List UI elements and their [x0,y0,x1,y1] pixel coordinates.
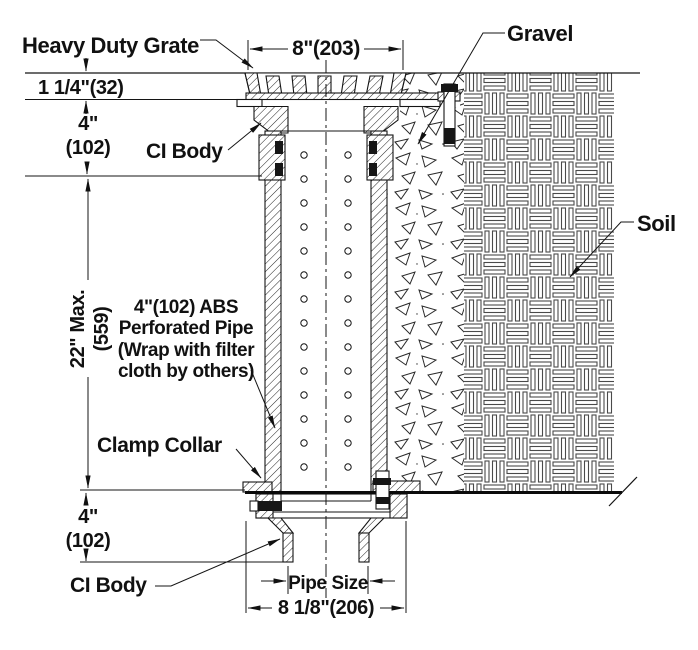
dim-overall-width: 8 1/8"(206) [278,597,374,619]
grate-bolt-nut [441,84,458,92]
note-abs-pipe-line3: (Wrap with filter [118,340,255,361]
label-clamp-collar: Clamp Collar [97,434,222,457]
dim-bottom-depth-mm: (102) [66,530,111,552]
abs-pipe-leader [250,369,276,429]
seat-lip-left [236,98,263,108]
soil-leader [569,221,634,278]
outlet-wall-right [358,532,370,563]
dim-bottom-depth-in: 4" [78,506,98,528]
seat-lip-right [399,98,441,108]
pipe-wall-left [264,130,282,493]
dimension-lines [25,40,407,613]
labels: Heavy Duty Grate 8"(203) Gravel 1 1/4"(3… [22,21,676,619]
label-ci-body-top: CI Body [146,140,223,163]
heavy-duty-grate-leader [200,39,254,69]
label-gravel: Gravel [507,21,573,46]
note-abs-pipe-line4: cloth by others) [118,361,254,382]
leader-lines [155,32,634,587]
note-abs-pipe-line2: Perforated Pipe [119,318,253,339]
label-ci-body-bottom: CI Body [70,574,147,597]
dim-pipe-size: Pipe Size [288,573,368,594]
outlet-wall-left [282,532,294,563]
label-heavy-duty-grate: Heavy Duty Grate [22,33,199,58]
clamp-collar-leader [235,448,262,479]
ground-line-break [608,476,638,507]
dim-top-depth-in: 4" [78,113,98,135]
grate-seat [245,92,459,101]
dim-grate-thickness: 1 1/4"(32) [38,77,124,99]
dim-max-height-mm: (559) [91,307,113,352]
collar-bolts [249,470,391,512]
pipe-perforations [300,151,352,471]
ci-body-top [236,83,461,147]
gravel-leader [417,32,505,145]
collar-bolt-left [258,501,282,511]
ci-body-bottom-leader [155,538,281,587]
label-soil: Soil [637,211,676,236]
perforated-pipe [258,130,394,493]
pipe-wall-right [370,130,388,493]
ci-body-top-leader [227,122,262,151]
note-abs-pipe-line1: 4"(102) ABS [134,297,238,318]
dim-grate-width: 8"(203) [292,37,360,60]
dim-top-depth-mm: (102) [66,137,111,159]
dim-max-height-in: 22" Max. [67,290,89,369]
pipe-clamp-top [258,134,394,181]
soil-region [464,73,614,492]
